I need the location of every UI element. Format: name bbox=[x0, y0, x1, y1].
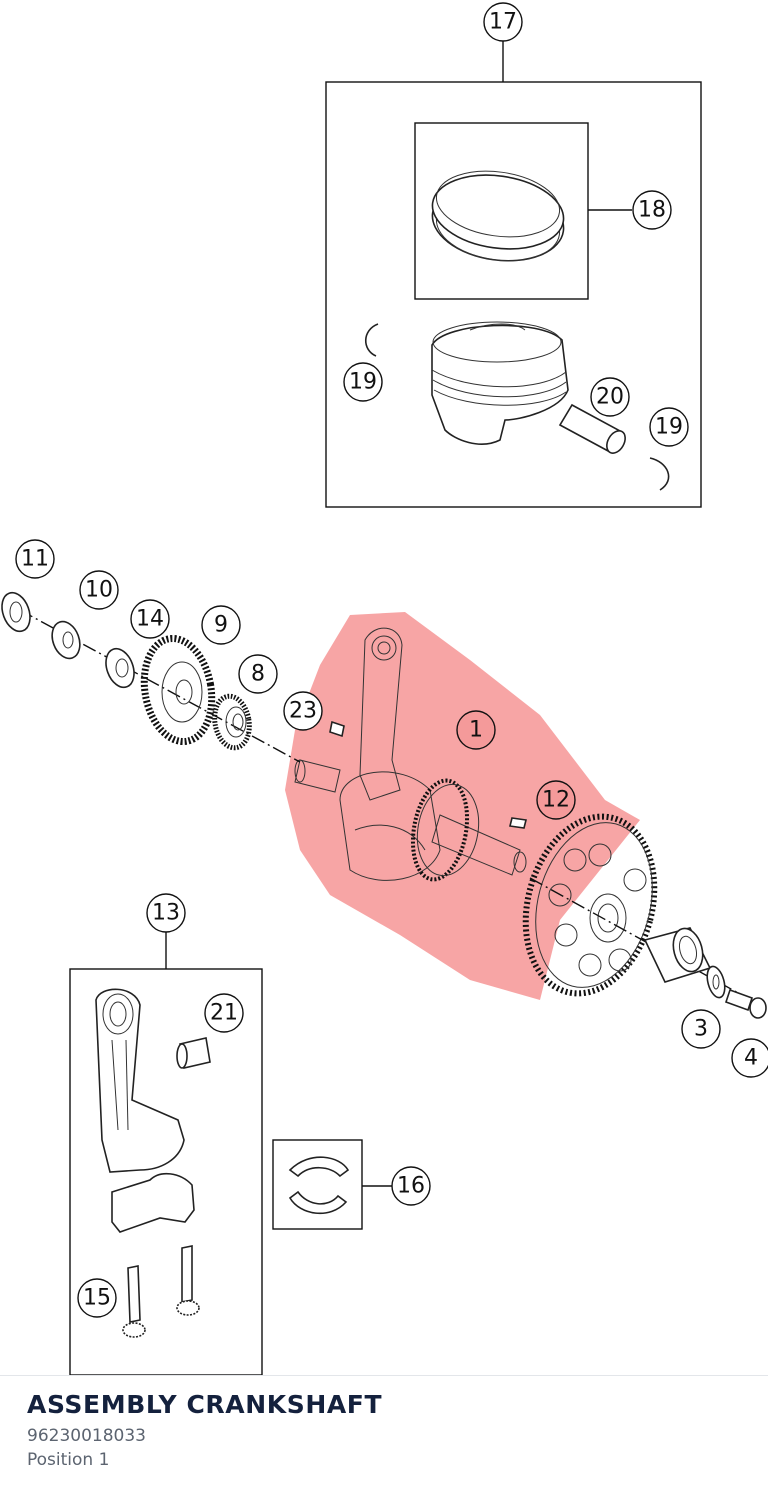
gear-part-9 bbox=[140, 634, 216, 746]
svg-text:17: 17 bbox=[489, 10, 517, 35]
assembly-info-footer: ASSEMBLY CRANKSHAFT 96230018033 Position… bbox=[0, 1375, 768, 1492]
piston-part bbox=[431, 321, 569, 445]
bearing-shell-box bbox=[272, 1139, 363, 1230]
svg-text:19: 19 bbox=[349, 370, 377, 395]
piston-ring-box bbox=[414, 122, 589, 300]
callout-1[interactable]: 1 bbox=[456, 710, 496, 750]
key-part-23 bbox=[329, 720, 345, 738]
conrod-cap-part bbox=[111, 1172, 195, 1233]
callout-16[interactable]: 16 bbox=[391, 1166, 431, 1206]
washer-part-10 bbox=[51, 620, 81, 660]
conrod-part bbox=[95, 988, 185, 1173]
crankshaft-highlight-area[interactable] bbox=[285, 612, 640, 1000]
svg-text:4: 4 bbox=[744, 1046, 758, 1071]
gear-part-8 bbox=[212, 693, 252, 751]
callout-18[interactable]: 18 bbox=[632, 190, 672, 230]
callout-11[interactable]: 11 bbox=[15, 539, 55, 579]
svg-text:19: 19 bbox=[655, 415, 683, 440]
piston-rings-part bbox=[431, 170, 565, 262]
svg-text:1: 1 bbox=[469, 718, 483, 743]
callout-10[interactable]: 10 bbox=[79, 570, 119, 610]
callout-4[interactable]: 4 bbox=[731, 1038, 768, 1078]
piston-kit-box bbox=[325, 81, 702, 508]
bearing-shells-part bbox=[288, 1156, 350, 1215]
conrod-kit-box bbox=[69, 968, 263, 1375]
svg-text:10: 10 bbox=[85, 578, 113, 603]
conrod-bolts-part-15 bbox=[122, 1245, 200, 1338]
piston-pin-part bbox=[558, 403, 626, 454]
callout-9[interactable]: 9 bbox=[201, 605, 241, 645]
circlip-part-left bbox=[364, 323, 379, 357]
exploded-parts-diagram: 17 18 19 20 19 11 10 14 9 8 23 1 12 13 2… bbox=[1, 2, 768, 1375]
callout-3[interactable]: 3 bbox=[681, 1009, 721, 1049]
svg-text:3: 3 bbox=[694, 1017, 708, 1042]
assembly-part-number: 96230018033 bbox=[27, 1426, 146, 1446]
callout-20[interactable]: 20 bbox=[590, 377, 630, 417]
callout-13[interactable]: 13 bbox=[146, 893, 186, 933]
washer-part-11 bbox=[1, 591, 31, 633]
svg-text:16: 16 bbox=[397, 1174, 425, 1199]
callout-15[interactable]: 15 bbox=[77, 1278, 117, 1318]
svg-text:13: 13 bbox=[152, 901, 180, 926]
svg-text:15: 15 bbox=[83, 1286, 111, 1311]
svg-text:8: 8 bbox=[251, 662, 265, 687]
callout-12[interactable]: 12 bbox=[536, 780, 576, 820]
circlip-part-right bbox=[649, 457, 670, 491]
svg-text:9: 9 bbox=[214, 613, 228, 638]
callout-23[interactable]: 23 bbox=[283, 691, 323, 731]
callout-8[interactable]: 8 bbox=[238, 654, 278, 694]
callout-19-right[interactable]: 19 bbox=[649, 407, 689, 447]
crankshaft-part bbox=[294, 627, 527, 882]
svg-text:20: 20 bbox=[596, 385, 624, 410]
callout-19-left[interactable]: 19 bbox=[343, 362, 383, 402]
bushing-part-21 bbox=[176, 1037, 211, 1069]
callout-17[interactable]: 17 bbox=[483, 2, 523, 42]
needle-bearing-part bbox=[643, 927, 712, 983]
washer-part-3 bbox=[706, 965, 726, 999]
svg-text:23: 23 bbox=[289, 699, 317, 724]
washer-part-14 bbox=[105, 647, 135, 689]
svg-text:14: 14 bbox=[136, 607, 164, 632]
callout-14[interactable]: 14 bbox=[130, 599, 170, 639]
key-part-12 bbox=[509, 817, 527, 829]
svg-text:18: 18 bbox=[638, 198, 666, 223]
assembly-title: ASSEMBLY CRANKSHAFT bbox=[27, 1390, 383, 1419]
flywheel-gear-part bbox=[522, 813, 658, 997]
callout-21[interactable]: 21 bbox=[204, 993, 244, 1033]
bolt-part-4 bbox=[724, 988, 767, 1019]
svg-text:21: 21 bbox=[210, 1001, 238, 1026]
assembly-position: Position 1 bbox=[27, 1450, 110, 1470]
svg-text:12: 12 bbox=[542, 788, 570, 813]
svg-text:11: 11 bbox=[21, 547, 49, 572]
